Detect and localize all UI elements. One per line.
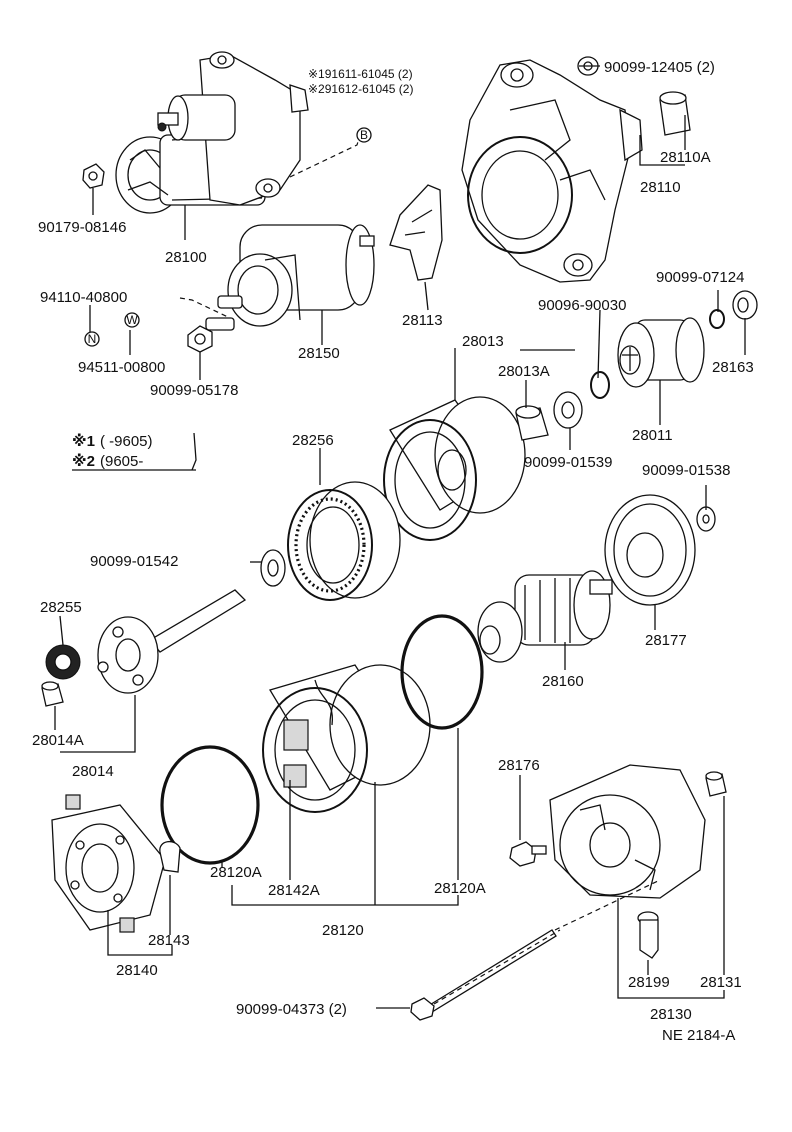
planetary-shaft-drawing	[97, 589, 247, 694]
label-94511-00800: 94511-00800	[78, 359, 165, 376]
svg-text:B: B	[360, 128, 368, 142]
label-28013: 28013	[462, 333, 504, 350]
note-range-1: ( -9605)	[100, 433, 153, 450]
label-90099-01538: 90099-01538	[642, 462, 730, 479]
magnetic-switch-drawing	[205, 224, 375, 331]
label-28014A: 28014A	[32, 732, 84, 749]
snap-ring-90099-07124-drawing	[709, 309, 725, 329]
nut-90099-05178-drawing	[187, 325, 213, 353]
o-ring-28120A-right-drawing	[400, 614, 484, 730]
label-28176: 28176	[498, 757, 540, 774]
label-28131: 28131	[700, 974, 742, 991]
applicability-note: ※1 ( -9605) ※2 (9605-	[72, 432, 197, 471]
label-91611-61045: ※191611-61045 (2)	[308, 67, 413, 81]
label-28120A-right: 28120A	[434, 880, 486, 897]
label-28120A-left: 28120A	[210, 864, 262, 881]
label-90099-05178: 90099-05178	[150, 382, 238, 399]
retainer-28163-drawing	[732, 290, 758, 320]
callout-w: W	[124, 312, 140, 328]
planetary-gear-drawing	[45, 644, 81, 680]
drive-housing-drawing	[461, 59, 643, 283]
label-94110-40800: 94110-40800	[40, 289, 127, 306]
svg-text:W: W	[126, 313, 138, 327]
drive-lever-drawing	[389, 184, 443, 281]
starter-clutch-drawing	[617, 317, 705, 388]
washer-90099-01538-drawing	[696, 506, 716, 532]
snap-ring-90096-90030-drawing	[590, 371, 610, 399]
label-28100: 28100	[165, 249, 207, 266]
bushing-28131-drawing	[705, 771, 727, 797]
brush-spring-28143-drawing	[159, 841, 181, 873]
brush-holder-drawing	[51, 794, 166, 933]
screw-28199-drawing	[637, 911, 659, 959]
part-labels: ※191611-61045 (2) ※291612-61045 (2) 9009…	[32, 59, 754, 1023]
label-90099-01539: 90099-01539	[524, 454, 612, 471]
label-28150: 28150	[298, 345, 340, 362]
washer-90099-01539-drawing	[553, 391, 583, 429]
label-28163: 28163	[712, 359, 754, 376]
label-28113: 28113	[402, 312, 443, 329]
label-91612-61045: ※291612-61045 (2)	[308, 82, 413, 96]
label-90099-12405: 90099-12405 (2)	[604, 59, 715, 76]
label-28110: 28110	[640, 179, 681, 196]
planetary-housing-drawing	[383, 396, 526, 541]
note-range-2: (9605-	[100, 453, 143, 470]
label-28199: 28199	[628, 974, 670, 991]
label-28011: 28011	[632, 427, 673, 444]
label-28013A: 28013A	[498, 363, 550, 380]
bearing-28013A-drawing	[515, 405, 549, 441]
label-90099-04373: 90099-04373 (2)	[236, 1001, 347, 1018]
internal-gear-drawing	[287, 481, 401, 601]
label-28143: 28143	[148, 932, 190, 949]
label-28140: 28140	[116, 962, 158, 979]
label-28160: 28160	[542, 673, 584, 690]
label-28120: 28120	[322, 922, 364, 939]
label-90099-01542: 90099-01542	[90, 553, 178, 570]
callout-n: N	[84, 331, 100, 347]
label-28255: 28255	[40, 599, 82, 616]
nut-90179-08146-drawing	[82, 163, 105, 189]
plate-28177-drawing	[604, 494, 696, 606]
callout-b: B	[356, 127, 372, 143]
label-28110A: 28110A	[660, 149, 711, 166]
label-28130: 28130	[650, 1006, 692, 1023]
starter-assembly-drawing	[115, 51, 309, 214]
label-28014: 28014	[72, 763, 114, 780]
svg-text:N: N	[88, 332, 97, 346]
label-90099-07124: 90099-07124	[656, 269, 744, 286]
bolt-28176-drawing	[509, 841, 547, 867]
commutator-end-frame-drawing	[549, 764, 706, 899]
washer-90099-01542-drawing	[260, 549, 286, 587]
bushing-28110A-drawing	[659, 91, 691, 136]
note-mark-1: ※1	[72, 432, 95, 450]
through-bolt-90099-04373-drawing	[410, 929, 557, 1021]
bearing-28014A-drawing	[41, 681, 64, 707]
leader-lines	[54, 65, 746, 1009]
label-28256: 28256	[292, 432, 334, 449]
armature-drawing	[477, 570, 613, 663]
label-28142A: 28142A	[268, 882, 320, 899]
note-mark-2: ※2	[72, 452, 95, 470]
reference-code: NE 2184-A	[662, 1027, 735, 1044]
label-90096-90030: 90096-90030	[538, 297, 626, 314]
o-ring-28120A-left-drawing	[160, 745, 260, 865]
label-28177: 28177	[645, 632, 687, 649]
label-90179-08146: 90179-08146	[38, 219, 126, 236]
